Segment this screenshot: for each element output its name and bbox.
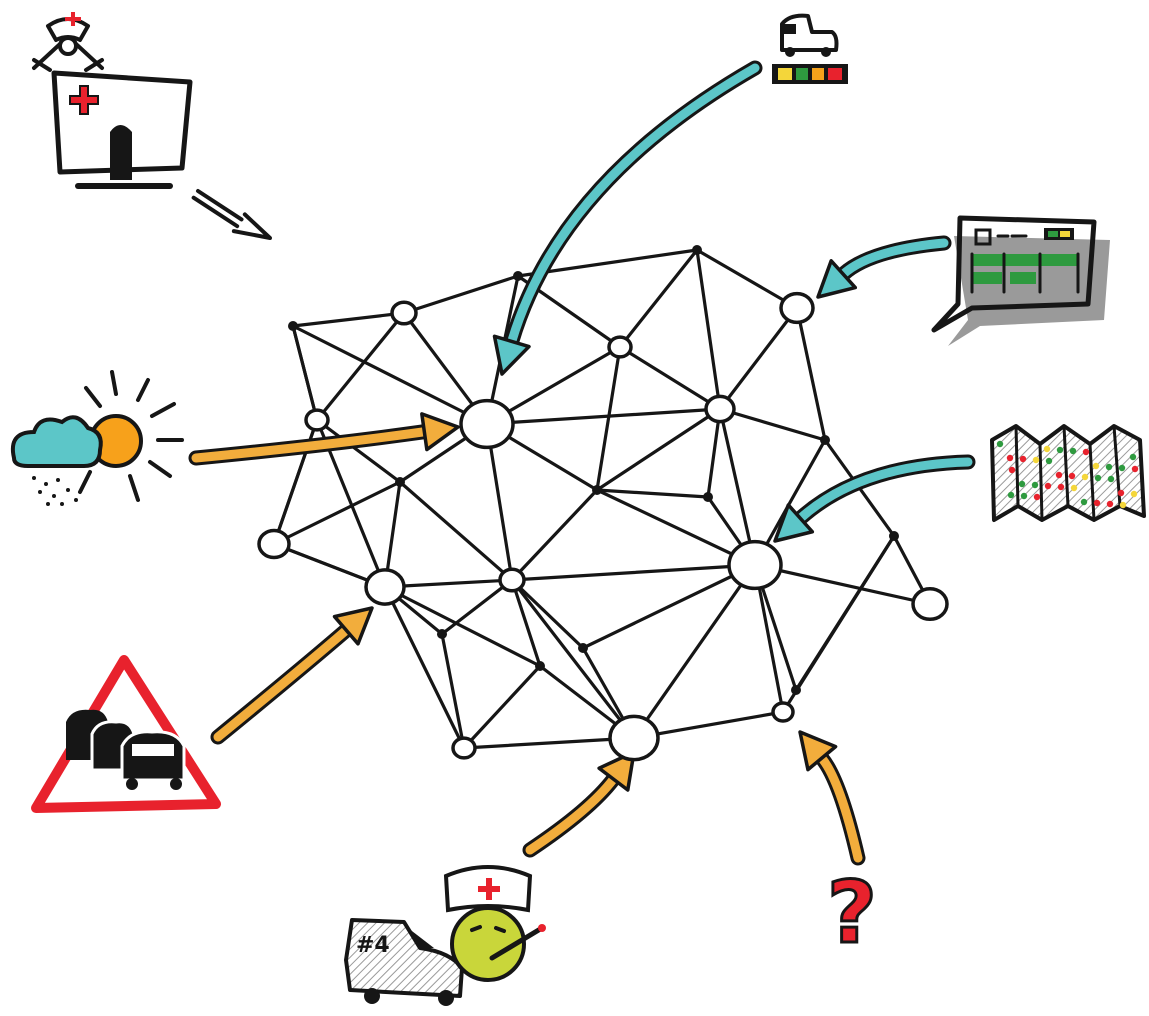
network-hub	[513, 271, 523, 281]
network-hub	[791, 685, 801, 695]
network-edge	[272, 480, 402, 546]
network-edge	[618, 248, 699, 349]
network-edge	[398, 480, 514, 582]
network-edge	[315, 311, 406, 422]
network-edge	[753, 563, 932, 606]
traffic-jam-icon	[31, 655, 221, 813]
network-edge	[383, 585, 466, 750]
network-node	[451, 736, 477, 760]
network-node	[459, 398, 515, 450]
network-node	[779, 291, 815, 325]
network-edge	[695, 248, 799, 310]
network-edge	[718, 306, 799, 411]
hospital-arrow	[191, 189, 272, 240]
network-edge	[315, 418, 402, 484]
unknown-source-mark: ?	[827, 863, 877, 963]
network-edge	[595, 345, 622, 492]
network-edge	[402, 274, 520, 315]
ambulance-icon: #4	[344, 918, 464, 1006]
network-hub	[820, 435, 830, 445]
network-node	[704, 394, 736, 424]
network-edge	[383, 585, 542, 668]
network-edge	[718, 407, 827, 442]
network-node	[257, 528, 291, 560]
network-edge	[485, 407, 722, 426]
traffic-arrow	[210, 606, 374, 745]
dashboard-arrow	[816, 235, 952, 299]
network-node	[727, 539, 783, 591]
network-edge	[595, 407, 722, 492]
network-edge	[618, 345, 722, 411]
network-node	[607, 335, 633, 359]
network-edge	[510, 578, 585, 650]
network-edge	[291, 324, 489, 426]
network-edge	[485, 422, 514, 582]
network-hub	[592, 485, 602, 495]
traffic-light-icon	[772, 13, 848, 84]
network-edge	[510, 488, 599, 582]
network-node	[390, 300, 418, 326]
unknown-arrow	[798, 730, 866, 866]
network-node	[498, 567, 526, 593]
network-edge	[595, 488, 757, 567]
network-edge	[706, 407, 722, 499]
network-edge	[510, 563, 757, 582]
network-nodes	[257, 245, 949, 762]
network-edge	[595, 488, 710, 499]
network-edge	[462, 736, 636, 750]
hospital-icon	[32, 12, 193, 189]
network-edge	[462, 664, 542, 750]
network-hub	[703, 492, 713, 502]
sick-patient-icon	[443, 865, 546, 982]
network-hub	[889, 531, 899, 541]
dashboard-icon	[931, 215, 1110, 346]
network-edge	[795, 306, 827, 442]
network-node	[304, 408, 330, 432]
network-edge	[383, 578, 514, 589]
network-hub	[437, 629, 447, 639]
patient-arrow	[522, 750, 636, 858]
network-edge	[291, 324, 319, 422]
network-edge	[291, 311, 406, 328]
map-arrow	[773, 454, 976, 543]
input-arrows	[188, 60, 976, 866]
network-node	[608, 714, 660, 762]
traffic-light-arrow	[492, 60, 763, 376]
weather-icon	[11, 370, 184, 506]
network-hub	[535, 661, 545, 671]
network-edge	[440, 578, 514, 636]
folded-map-icon	[990, 424, 1146, 522]
network-hub	[395, 477, 405, 487]
network-hub	[692, 245, 702, 255]
network-edge	[440, 632, 466, 750]
network-node	[364, 568, 406, 606]
ambulance-number: #4	[356, 933, 390, 958]
network-node	[771, 701, 795, 723]
network-edge	[581, 563, 757, 650]
network-edge	[632, 563, 757, 740]
network-edge	[718, 407, 757, 567]
network-hub	[288, 321, 298, 331]
network-edge	[695, 248, 722, 411]
network-edge	[510, 578, 542, 668]
weather-arrow	[188, 412, 460, 466]
network-node	[911, 586, 949, 622]
network-edge	[794, 534, 896, 692]
network-hub	[578, 643, 588, 653]
network-edge	[510, 578, 636, 740]
